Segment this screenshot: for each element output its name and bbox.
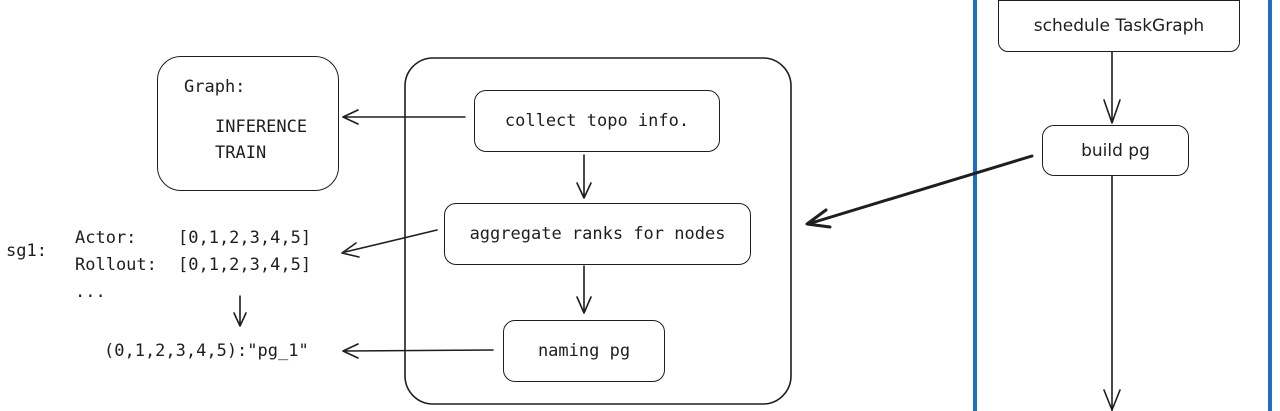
sg1-rollout-ranks: [0,1,2,3,4,5] <box>178 255 312 275</box>
arrow-build-to-container <box>805 154 1034 229</box>
arrow-collect-to-aggregate <box>576 154 592 199</box>
pg-builder-container <box>404 57 792 405</box>
schedule-taskgraph-box: schedule TaskGraph <box>998 0 1240 52</box>
arrow-schedule-to-build <box>1103 51 1121 124</box>
arrow-build-to-bottom <box>1103 175 1121 411</box>
sg1-actor-ranks: [0,1,2,3,4,5] <box>178 228 312 248</box>
naming-pg-box: naming pg <box>503 320 665 382</box>
arrow-collect-to-graph <box>342 109 466 125</box>
graph-box: Graph: INFERENCE TRAIN <box>157 56 339 191</box>
sg1-ellipsis: ... <box>75 282 106 302</box>
graph-item-train: TRAIN <box>215 143 267 163</box>
arrow-naming-to-mapping <box>342 343 494 359</box>
arrow-aggregate-to-naming <box>576 265 592 314</box>
sg1-actor-role: Actor: <box>75 228 137 248</box>
sg1-label: sg1: <box>6 241 47 261</box>
pg-mapping: (0,1,2,3,4,5):"pg_1" <box>104 341 309 361</box>
collect-topo-box: collect topo info. <box>474 90 720 152</box>
arrow-aggregate-to-sg1 <box>341 229 438 258</box>
aggregate-ranks-box: aggregate ranks for nodes <box>444 203 751 265</box>
sg1-rollout-role: Rollout: <box>75 255 157 275</box>
build-pg-box: build pg <box>1042 125 1189 176</box>
graph-title: Graph: <box>184 77 246 97</box>
graph-item-inference: INFERENCE <box>215 117 308 137</box>
arrow-sg1-down <box>233 295 247 327</box>
